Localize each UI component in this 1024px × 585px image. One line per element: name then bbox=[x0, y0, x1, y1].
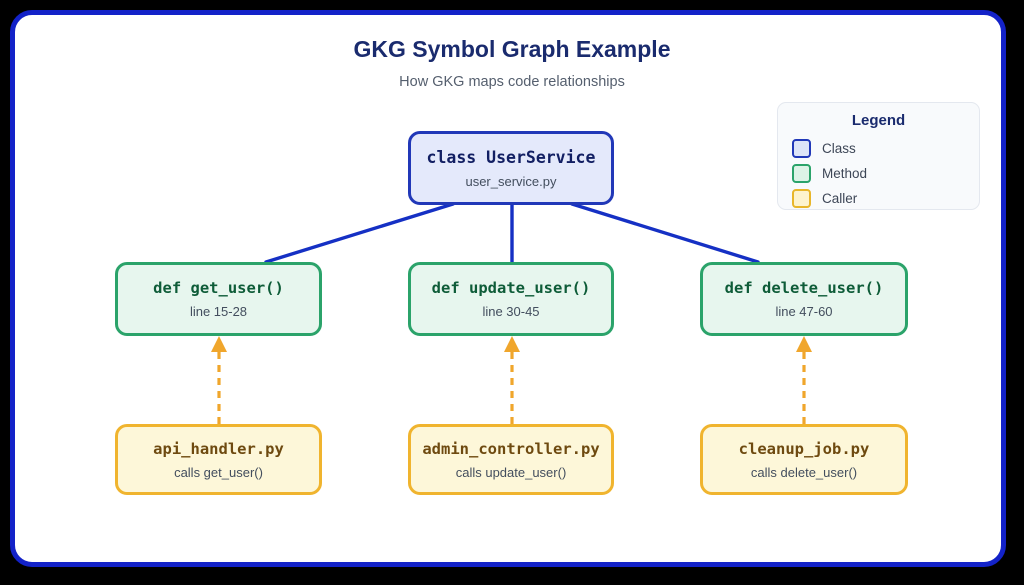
node-caller-api-handler: api_handler.py calls get_user() bbox=[115, 424, 322, 495]
method-node-title: def delete_user() bbox=[724, 279, 884, 297]
legend-panel: Legend Class Method Caller bbox=[777, 102, 980, 210]
legend-item-caller: Caller bbox=[792, 186, 965, 211]
page-title: GKG Symbol Graph Example bbox=[353, 36, 671, 62]
node-class-userservice: class UserService user_service.py bbox=[408, 131, 614, 205]
class-node-title: class UserService bbox=[426, 147, 596, 167]
caller-node-subtitle: calls update_user() bbox=[455, 464, 567, 480]
node-caller-cleanup-job: cleanup_job.py calls delete_user() bbox=[700, 424, 908, 495]
method-node-subtitle: line 47-60 bbox=[775, 304, 833, 319]
method-node-subtitle: line 15-28 bbox=[189, 304, 248, 319]
node-method-update-user: def update_user() line 30-45 bbox=[408, 262, 614, 336]
method-node-title: def update_user() bbox=[431, 279, 591, 297]
legend-label: Class bbox=[822, 141, 856, 156]
legend-item-method: Method bbox=[792, 161, 965, 186]
caller-node-title: cleanup_job.py bbox=[738, 439, 870, 458]
class-node-subtitle: user_service.py bbox=[465, 173, 557, 189]
caller-node-subtitle: calls delete_user() bbox=[750, 464, 858, 480]
page-subtitle: How GKG maps code relationships bbox=[399, 74, 625, 90]
node-method-get-user: def get_user() line 15-28 bbox=[115, 262, 322, 336]
method-node-title: def get_user() bbox=[153, 279, 284, 297]
method-swatch-icon bbox=[792, 164, 811, 183]
method-node-subtitle: line 30-45 bbox=[482, 304, 540, 319]
legend-title: Legend bbox=[851, 112, 906, 129]
caller-swatch-icon bbox=[792, 189, 811, 208]
node-caller-admin-controller: admin_controller.py calls update_user() bbox=[408, 424, 614, 495]
caller-node-title: admin_controller.py bbox=[422, 439, 600, 458]
node-method-delete-user: def delete_user() line 47-60 bbox=[700, 262, 908, 336]
legend-label: Method bbox=[822, 166, 868, 181]
caller-node-subtitle: calls get_user() bbox=[174, 464, 263, 480]
caller-node-title: api_handler.py bbox=[153, 439, 284, 458]
legend-label: Caller bbox=[822, 191, 858, 206]
legend-item-class: Class bbox=[792, 136, 965, 161]
class-swatch-icon bbox=[792, 139, 811, 158]
